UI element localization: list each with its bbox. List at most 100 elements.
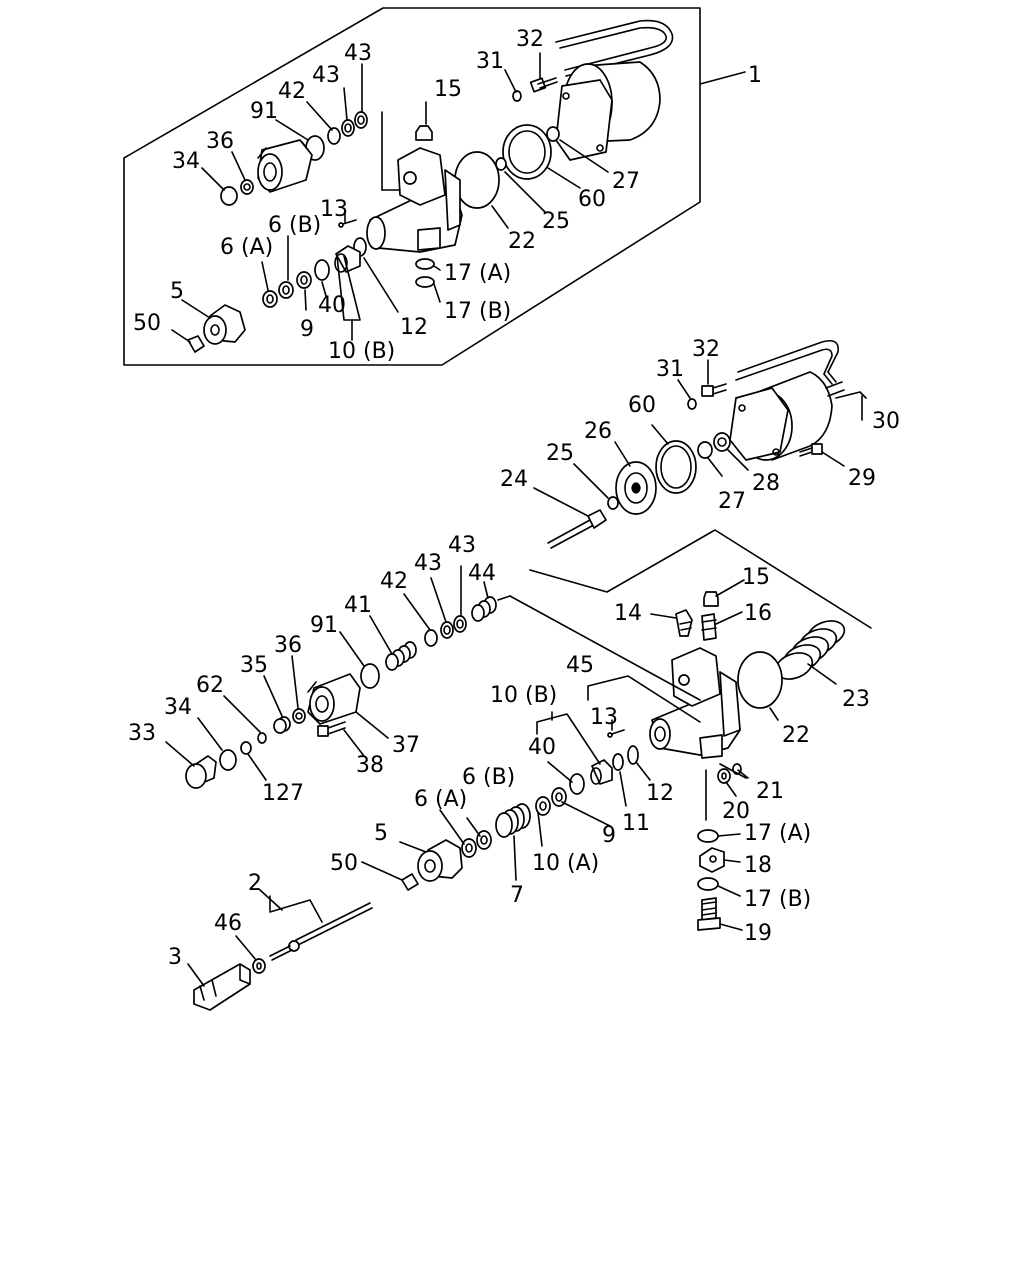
label-21: 21 [756,779,784,804]
cover-37 [307,673,361,725]
label-27: 27 [718,489,746,514]
spring-44 [471,596,497,622]
seal-43-top-2 [341,119,355,137]
nut-20 [717,768,731,784]
spring-7 [495,803,531,838]
washer-17a-top [415,258,435,270]
label-91: 91 [310,613,338,638]
label-36-top: 36 [206,129,234,154]
label-13: 13 [590,705,618,730]
washer-11 [612,753,624,771]
union-18 [699,847,725,873]
label-25-top: 25 [542,209,570,234]
label-35: 35 [240,653,268,678]
cap-15 [703,591,719,607]
label-29: 29 [848,466,876,491]
label-41: 41 [344,593,372,618]
washer-17b-top [415,276,435,288]
piston-10b [590,759,613,785]
seal-43-top-1 [354,111,368,129]
ring-27-top [546,126,560,142]
inset-leaders [171,52,609,343]
label-15: 15 [742,565,770,590]
label-17b: 17 (B) [744,887,811,912]
label-22: 22 [782,723,810,748]
label-10b: 10 (B) [490,683,557,708]
label-43-a-top: 43 [344,41,372,66]
ring-40 [569,773,585,795]
label-16: 16 [744,601,772,626]
o-ring-25-top [495,157,507,171]
bolt-29 [799,443,823,457]
label-38: 38 [356,753,384,778]
label-10a: 10 (A) [532,851,599,876]
bolt-19 [697,897,721,931]
bolt-38 [317,721,346,737]
label-60-top: 60 [578,187,606,212]
ring-31-top [512,90,522,102]
label-6a-top: 6 (A) [220,235,273,260]
label-5: 5 [374,821,388,846]
seal-6b-top [278,281,294,299]
seal-6a-top [262,290,278,308]
nut-28 [713,432,731,452]
seal-6a [461,838,477,858]
label-27-top: 27 [612,169,640,194]
label-5-top: 5 [170,279,184,304]
label-30: 30 [872,409,900,434]
ring-27 [697,441,713,459]
label-14: 14 [614,601,642,626]
bushing-127 [240,741,252,755]
label-40-top: 40 [318,293,346,318]
push-rod-2 [269,902,373,961]
seal-43-2 [440,621,454,639]
ring-60 [655,440,697,494]
label-9: 9 [602,823,616,848]
ring-62 [257,732,267,744]
label-26: 26 [584,419,612,444]
label-12-top: 12 [400,315,428,340]
label-44: 44 [468,561,496,586]
seal-10a [535,796,551,816]
label-43-b-top: 43 [312,63,340,88]
label-25: 25 [546,441,574,466]
label-28: 28 [752,471,780,496]
pin-13-top [338,219,357,228]
label-6b-top: 6 (B) [268,213,321,238]
label-43-a: 43 [448,533,476,558]
label-10b-top: 10 (B) [328,339,395,364]
boot-50-top [187,335,205,353]
label-6a: 6 (A) [414,787,467,812]
label-17a-top: 17 (A) [444,261,511,286]
label-9-top: 9 [300,317,314,342]
label-46: 46 [214,911,242,936]
label-17b-top: 17 (B) [444,299,511,324]
label-31-top: 31 [476,49,504,74]
label-20: 20 [722,799,750,824]
label-17a: 17 (A) [744,821,811,846]
label-23: 23 [842,687,870,712]
rod-24 [547,509,607,549]
ring-42 [424,629,438,647]
power-cylinder-top [555,19,674,161]
label-91-top: 91 [250,99,278,124]
cap-15-top [415,125,433,141]
label-50: 50 [330,851,358,876]
ring-42-top [327,127,341,145]
washer-17b [697,877,719,891]
label-50-top: 50 [133,311,161,336]
o-ring-22 [737,651,783,709]
clevis-3 [193,963,251,1011]
end-cap-5-top [203,304,246,345]
valve-body-top [366,147,463,253]
piston-26 [615,461,657,515]
ring-34-top [220,186,238,206]
label-32-top: 32 [516,27,544,52]
label-15-top: 15 [434,77,462,102]
label-18: 18 [744,853,772,878]
label-11: 11 [622,811,650,836]
inset-panel [123,7,746,366]
label-43-b: 43 [414,551,442,576]
label-33: 33 [128,721,156,746]
seal-9-top [296,271,312,289]
